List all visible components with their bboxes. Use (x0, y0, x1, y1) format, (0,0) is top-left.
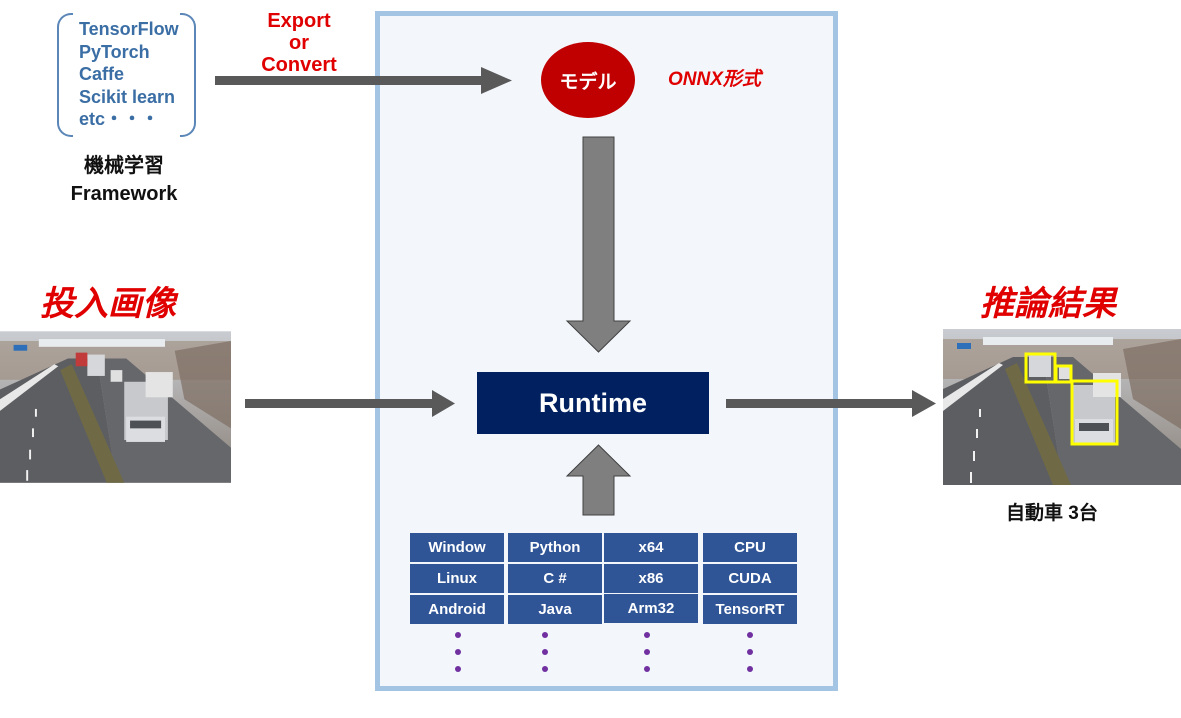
inference-result-title: 推論結果 (980, 285, 1116, 323)
platform-cell-language: C # (508, 564, 602, 593)
continuation-dot (455, 649, 461, 655)
framework-title-line2: Framework (70, 183, 178, 205)
framework-list: TensorFlow PyTorch Caffe Scikit learn et… (79, 18, 179, 131)
platform-cell-os: Linux (410, 564, 504, 593)
platform-cell-accelerator: TensorRT (703, 595, 797, 624)
detection-box (1070, 379, 1119, 446)
model-label: モデル (559, 71, 617, 93)
continuation-dot (747, 632, 753, 638)
continuation-dot (455, 632, 461, 638)
continuation-dot (644, 649, 650, 655)
platform-cell-architecture: x86 (604, 564, 698, 593)
continuation-dot (455, 666, 461, 672)
continuation-dot (542, 649, 548, 655)
export-label-line2: or (289, 32, 309, 54)
continuation-dot (542, 632, 548, 638)
detection-count-caption: 自動車 3台 (1006, 503, 1098, 524)
framework-title-line1: 機械学習 (84, 155, 164, 177)
export-label-line1: Export (267, 10, 331, 32)
highway-detection-photo-icon (943, 329, 1181, 485)
framework-item: Scikit learn (79, 86, 176, 107)
left-bracket (57, 13, 73, 137)
output-arrow-icon (726, 390, 936, 417)
platform-cell-architecture: Arm32 (604, 594, 698, 623)
framework-item: etc・・・ (79, 109, 160, 129)
platform-cell-os: Window (410, 533, 504, 562)
export-convert-label: Export or Convert (240, 10, 358, 76)
platform-cell-os: Android (410, 595, 504, 624)
input-image-title: 投入画像 (40, 285, 176, 323)
framework-list-box: TensorFlow PyTorch Caffe Scikit learn et… (57, 13, 196, 137)
framework-title: 機械学習 Framework (40, 152, 208, 208)
highway-photo-icon (0, 329, 231, 485)
export-label-line3: Convert (261, 54, 337, 76)
up-arrow-icon (565, 444, 632, 516)
runtime-label: Runtime (539, 387, 647, 418)
framework-item: PyTorch (79, 41, 150, 62)
input-arrow-icon (245, 390, 455, 417)
onnx-format-label: ONNX形式 (668, 69, 761, 90)
continuation-dot (542, 666, 548, 672)
framework-item: Caffe (79, 64, 125, 84)
detection-box (1054, 364, 1073, 384)
down-arrow-icon (565, 136, 632, 353)
continuation-dot (747, 666, 753, 672)
platform-cell-accelerator: CUDA (703, 564, 797, 593)
continuation-dot (644, 666, 650, 672)
runtime-node: Runtime (477, 372, 709, 434)
platform-cell-accelerator: CPU (703, 533, 797, 562)
platform-cell-language: Python (508, 533, 602, 562)
platform-cell-architecture: x64 (604, 533, 698, 562)
continuation-dot (644, 632, 650, 638)
export-arrow-icon (215, 67, 512, 94)
framework-item: TensorFlow (79, 19, 179, 39)
continuation-dot (747, 649, 753, 655)
platform-cell-language: Java (508, 595, 602, 624)
model-node: モデル (541, 42, 635, 118)
